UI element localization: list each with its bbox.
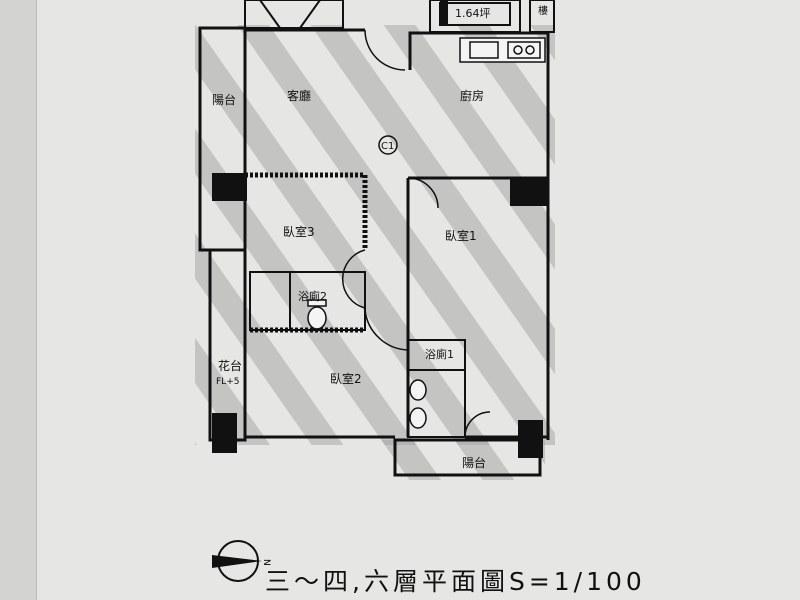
label-bath1: 浴廁1 (425, 347, 454, 361)
paper-edge (0, 0, 37, 600)
north-arrow-icon (212, 540, 262, 582)
compass-label: N (261, 559, 271, 566)
label-planter: 花台 (218, 358, 242, 373)
label-bedroom1: 臥室1 (445, 228, 477, 243)
label-bedroom3: 臥室3 (283, 224, 315, 239)
label-balcony-bottom: 陽台 (462, 455, 486, 470)
label-top-note: 1.64坪 (455, 7, 491, 20)
label-kitchen: 廚房 (460, 88, 484, 103)
plan-title: 三～四,六層平面圖S=1/100 (265, 567, 646, 596)
label-stair: 樓 (538, 4, 548, 17)
highlight-hatch (195, 25, 555, 445)
label-bath2: 浴廁2 (298, 289, 327, 303)
pillars (212, 0, 548, 458)
kitchen-counter (459, 37, 546, 63)
label-living-room: 客廳 (287, 88, 311, 103)
label-planter-level: FL+5 (216, 377, 239, 387)
label-unit-code: C1 (381, 141, 394, 152)
walls (198, 26, 550, 477)
toilets (307, 299, 427, 429)
label-balcony-left: 陽台 (212, 92, 236, 107)
unit-code-circle (378, 135, 398, 155)
label-bedroom2: 臥室2 (330, 371, 362, 386)
